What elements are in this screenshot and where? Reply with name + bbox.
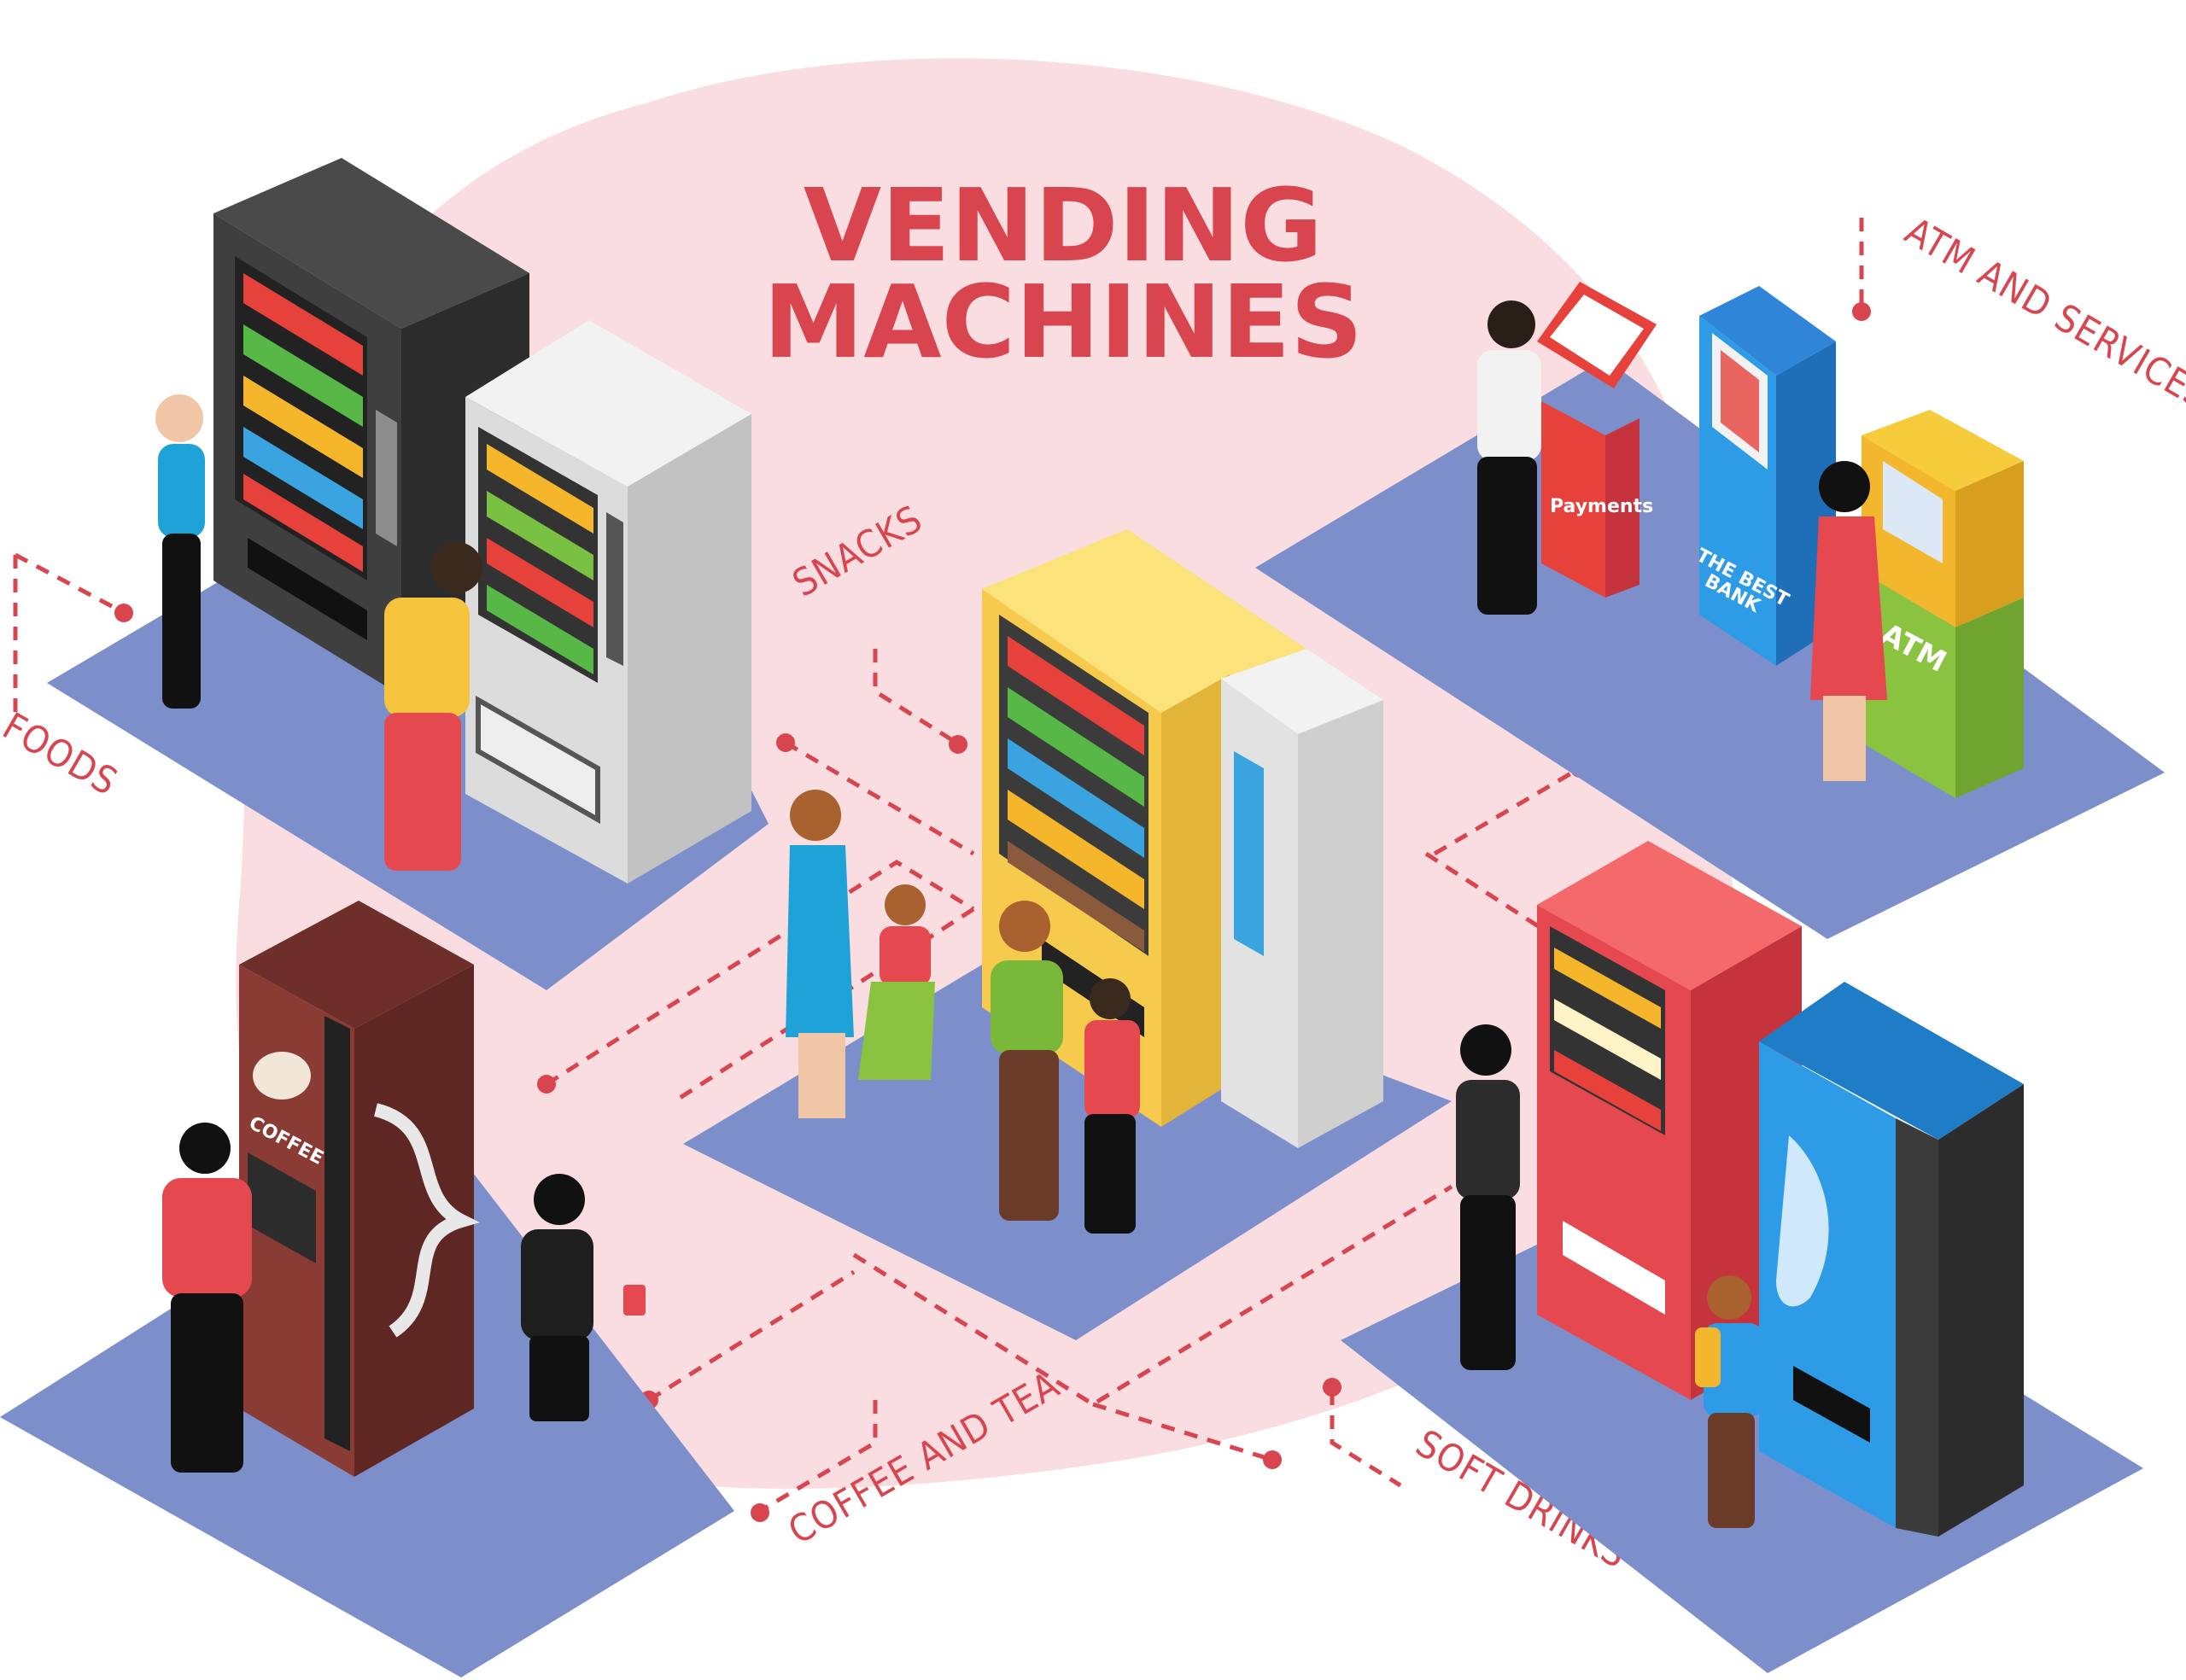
person-snacks-girl <box>858 884 935 1080</box>
person-drinks-woman <box>1456 1024 1520 1370</box>
person-drinks-boy <box>1695 1275 1763 1528</box>
payments-kiosk: Payments <box>1537 282 1657 598</box>
people <box>155 300 1887 1528</box>
title-line-2: MACHINES <box>763 263 1363 381</box>
connector-dots <box>114 302 1871 1522</box>
bank-kiosk: THE BEST BANK <box>1692 286 1836 666</box>
person-coffee-woman <box>521 1174 646 1421</box>
person-snacks-woman-blue <box>786 790 854 1118</box>
person-atm-woman <box>1810 461 1887 781</box>
label-foods: FOODS <box>0 704 125 804</box>
person-snacks-boy <box>1084 978 1140 1234</box>
payments-text: Payments <box>1550 496 1653 517</box>
title-line-1: VENDING <box>804 166 1323 284</box>
label-atm-and-services: ATM AND SERVICES <box>1898 209 2186 418</box>
soft-drinks-machine-blue <box>1759 982 2024 1537</box>
person-foods-man <box>384 542 482 871</box>
person-snacks-woman-green <box>991 901 1063 1221</box>
person-foods-woman <box>155 394 205 709</box>
foods-snack-rows <box>243 273 363 572</box>
atm-machine: ATM <box>1862 410 2024 798</box>
page-title: VENDING MACHINES <box>763 166 1363 381</box>
person-atm-man <box>1477 300 1541 615</box>
person-coffee-man <box>162 1123 252 1473</box>
foods-machine-white <box>465 320 751 884</box>
coffee-machine: COFFEE <box>239 901 480 1477</box>
